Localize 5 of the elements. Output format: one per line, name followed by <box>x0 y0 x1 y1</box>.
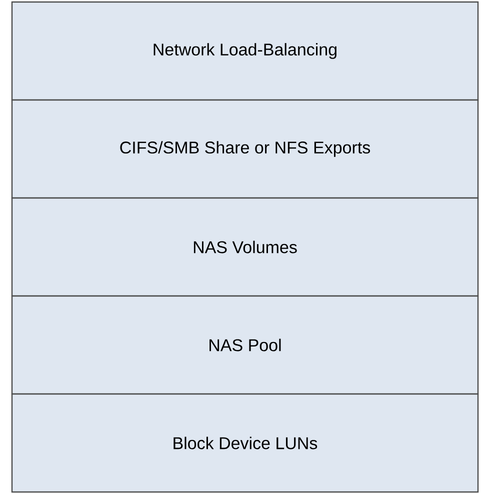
layer-box: Network Load-Balancing <box>11 1 479 101</box>
layer-box: CIFS/SMB Share or NFS Exports <box>11 99 479 199</box>
layer-box: NAS Volumes <box>11 197 479 297</box>
layer-box: NAS Pool <box>11 295 479 395</box>
layer-box: Block Device LUNs <box>11 393 479 493</box>
